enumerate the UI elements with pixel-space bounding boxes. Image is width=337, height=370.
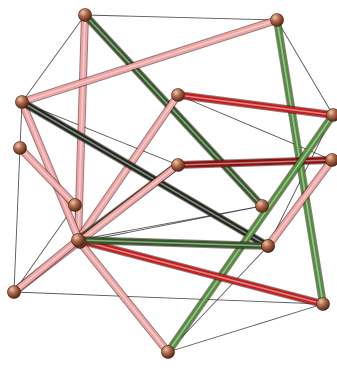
node-K xyxy=(262,240,275,253)
node-Q xyxy=(317,298,330,311)
strut-highlight xyxy=(78,240,323,304)
node-N xyxy=(256,200,269,213)
node-A xyxy=(79,9,92,22)
node-I xyxy=(69,199,82,212)
node-P xyxy=(162,346,175,359)
strut-AN xyxy=(85,15,262,206)
node-C xyxy=(16,96,29,109)
node-G xyxy=(172,159,185,172)
node-F xyxy=(327,109,337,122)
strut-highlight xyxy=(14,240,78,292)
struts xyxy=(14,15,333,352)
node-E xyxy=(14,142,27,155)
strut-GH xyxy=(178,160,332,165)
node-O xyxy=(8,286,21,299)
node-M xyxy=(72,234,85,247)
frame-edge-AB xyxy=(85,15,277,20)
node-H xyxy=(326,154,337,167)
frame-edge-EO xyxy=(14,148,20,292)
strut-OM xyxy=(14,240,78,292)
node-D xyxy=(172,89,185,102)
strut-MQ xyxy=(78,240,323,304)
node-B xyxy=(271,14,284,27)
strut-highlight xyxy=(85,15,262,206)
